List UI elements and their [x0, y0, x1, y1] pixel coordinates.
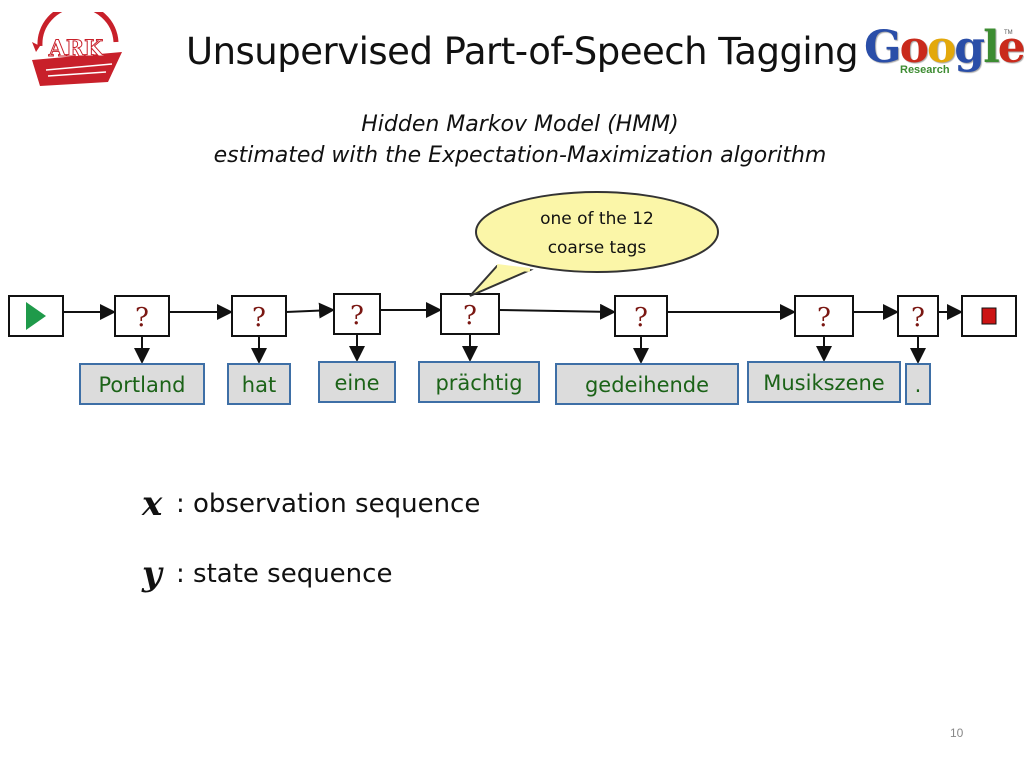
google-letter: l [983, 22, 1000, 73]
subtitle-line-2: estimated with the Expectation-Maximizat… [213, 143, 827, 168]
word-label: eine [335, 371, 380, 395]
google-letter: G [864, 22, 902, 73]
transition-arrow [285, 302, 335, 319]
state-label: ? [135, 303, 149, 333]
play-icon [26, 302, 46, 330]
google-research-logo: Google Research TM [864, 22, 1024, 86]
state-label: ? [634, 303, 648, 333]
google-letter: g [954, 22, 985, 73]
state-label: ? [350, 301, 364, 331]
state-node: ? [333, 293, 381, 335]
state-node: ? [614, 295, 668, 337]
callout-bubble: one of the 12 coarse tags [469, 191, 719, 297]
word-node: Musikszene [747, 361, 901, 403]
state-node: ? [440, 293, 500, 335]
word-node: prächtig [418, 361, 540, 403]
start-node [8, 295, 64, 337]
legend-observation: x : observation sequence [142, 484, 480, 524]
legend-symbol-y: y [142, 554, 162, 594]
word-node: hat [227, 363, 291, 405]
google-logo-tm: TM [1004, 30, 1013, 36]
callout-line-2: coarse tags [548, 238, 647, 258]
word-label: gedeihende [585, 373, 709, 397]
legend-text-observation: : observation sequence [176, 489, 481, 519]
slide-title: Unsupervised Part-of-Speech Tagging [186, 30, 859, 73]
state-node: ? [794, 295, 854, 337]
state-label: ? [911, 303, 925, 333]
page-number: 10 [950, 726, 964, 740]
ark-logo: ARK [32, 12, 122, 86]
word-node: eine [318, 361, 396, 403]
end-node [961, 295, 1017, 337]
word-label: . [915, 373, 922, 397]
stop-icon [981, 307, 997, 325]
transition-arrow [498, 303, 616, 320]
state-node: ? [114, 295, 170, 337]
state-label: ? [252, 303, 266, 333]
state-label: ? [463, 301, 477, 331]
legend-symbol-x: x [142, 484, 163, 524]
word-node: gedeihende [555, 363, 739, 405]
callout-line-1: one of the 12 [540, 209, 654, 229]
legend-text-state: : state sequence [176, 559, 393, 589]
word-label: prächtig [435, 371, 522, 395]
state-label: ? [817, 303, 831, 333]
google-letter: e [997, 22, 1024, 73]
subtitle-line-1: Hidden Markov Model (HMM) [361, 112, 679, 137]
google-letter: o [899, 22, 929, 73]
word-node: . [905, 363, 931, 405]
state-node: ? [231, 295, 287, 337]
google-letter: o [926, 22, 956, 73]
google-logo-research-label: Research [900, 64, 950, 76]
word-label: Musikszene [763, 371, 884, 395]
google-logo-wordmark: Google [864, 22, 1024, 74]
word-label: hat [242, 373, 276, 397]
legend-state: y : state sequence [142, 554, 392, 594]
word-label: Portland [99, 373, 186, 397]
word-node: Portland [79, 363, 205, 405]
ark-logo-text: ARK [48, 36, 104, 62]
state-node: ? [897, 295, 939, 337]
